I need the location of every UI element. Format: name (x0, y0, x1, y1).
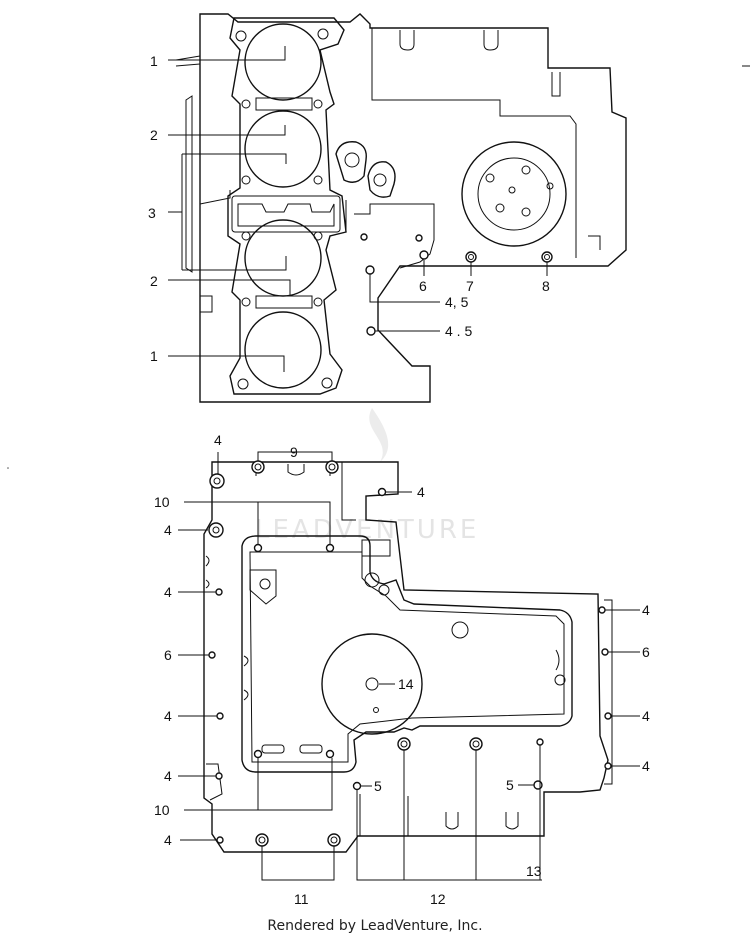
lower-leader-lines (178, 451, 640, 881)
leadventure-watermark: LEADVENTURE (255, 408, 476, 545)
callout-6-right: 6 (642, 644, 650, 660)
callout-4-top-left: 4 (214, 432, 222, 448)
callout-7: 7 (466, 278, 474, 294)
callout-12: 12 (430, 891, 446, 907)
callout-4-left-5: 4 (164, 832, 172, 848)
callout-2-top: 2 (150, 127, 158, 143)
callout-14: 14 (398, 676, 414, 692)
upper-bolts (360, 233, 553, 336)
callout-4-5-a: 4, 5 (445, 294, 469, 310)
callout-4-left-3: 4 (164, 708, 172, 724)
callout-4-left-2: 4 (164, 584, 172, 600)
callout-4-right-1: 4 (642, 602, 650, 618)
lower-callouts: 4 9 4 10 4 4 6 4 4 10 4 5 14 4 6 4 4 5 1… (154, 432, 650, 907)
callout-4-left-4: 4 (164, 768, 172, 784)
callout-1-bottom: 1 (150, 348, 158, 364)
callout-10-top: 10 (154, 494, 170, 510)
callout-8: 8 (542, 278, 550, 294)
callout-4-5-b: 4 . 5 (445, 323, 472, 339)
upper-callouts: 1 2 3 2 1 6 7 8 4, 5 4 . 5 (148, 53, 550, 364)
callout-13: 13 (526, 863, 542, 879)
callout-5-left: 5 (374, 778, 382, 794)
callout-9: 9 (290, 444, 298, 460)
callout-4-right-2: 4 (642, 708, 650, 724)
callout-2-bottom: 2 (150, 273, 158, 289)
upper-leader-lines (168, 46, 548, 372)
callout-4-left-1: 4 (164, 522, 172, 538)
callout-3: 3 (148, 205, 156, 221)
footer-credit: Rendered by LeadVenture, Inc. (267, 918, 483, 934)
callout-10-bottom: 10 (154, 802, 170, 818)
callout-4-right-3: 4 (642, 758, 650, 774)
callout-11: 11 (294, 891, 309, 907)
callout-1-top: 1 (150, 53, 158, 69)
callout-6-left: 6 (164, 647, 172, 663)
callout-5-right: 5 (506, 777, 514, 793)
callout-6-upper: 6 (419, 278, 427, 294)
callout-4-top-right: 4 (417, 484, 425, 500)
upper-crankcase (175, 13, 627, 403)
gasket-bolt-holes (235, 28, 333, 390)
